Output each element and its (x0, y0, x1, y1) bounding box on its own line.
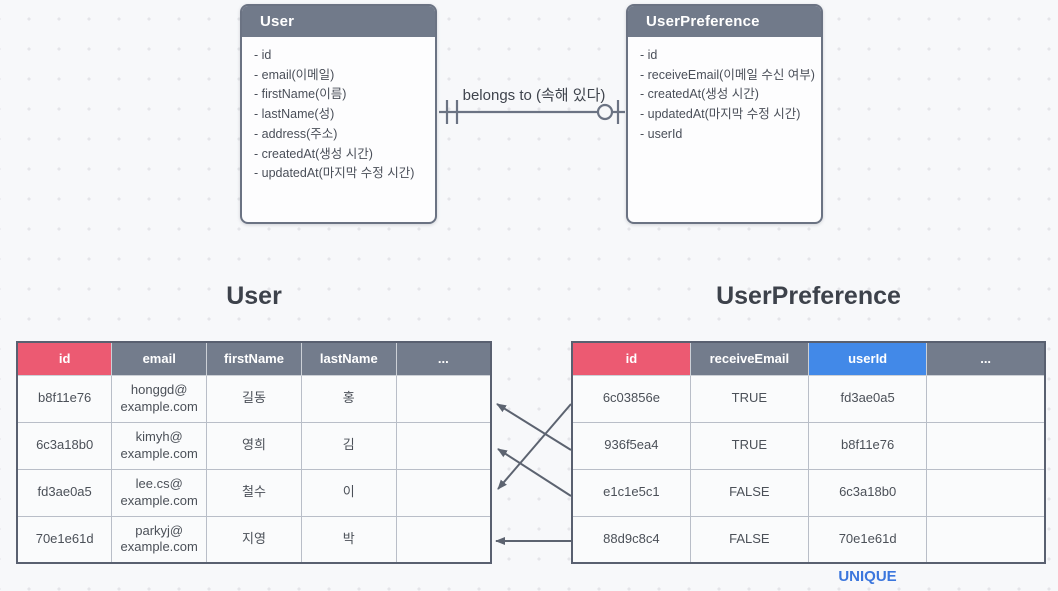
table-row: b8f11e76 honggd@ example.com 길동 홍 (16, 374, 492, 423)
cell-id: 936f5ea4 (571, 421, 691, 470)
cell-email: parkyj@ example.com (111, 515, 208, 564)
cell-userid: 70e1e61d (807, 515, 928, 564)
cell-more (926, 374, 1046, 423)
user-col-more: ... (395, 342, 492, 376)
cell-userid: fd3ae0a5 (807, 374, 928, 423)
relationship-label: belongs to (속해 있다) (462, 87, 606, 104)
cell-id: 6c03856e (571, 374, 691, 423)
erd-field: - firstName(이름) (254, 87, 347, 102)
erd-field: - createdAt(생성 시간) (640, 87, 759, 102)
erd-field: - id (254, 48, 272, 62)
userpreference-table: id receiveEmail userId ... 6c03856e TRUE… (571, 341, 1046, 564)
erd-field: - email(이메일) (254, 67, 335, 82)
user-col-lastname: lastName (300, 342, 397, 376)
cell-more (395, 515, 492, 564)
erd-entity-userpreference-title: UserPreference (628, 6, 821, 37)
pref-col-more: ... (926, 342, 1046, 376)
erd-field: - address(주소) (254, 126, 338, 141)
cell-receiveemail: FALSE (689, 515, 810, 564)
erd-field: - id (640, 48, 658, 62)
pref-col-receiveemail: receiveEmail (689, 342, 810, 376)
table-row: 88d9c8c4 FALSE 70e1e61d (571, 515, 1046, 564)
cell-userid: 6c3a18b0 (807, 468, 928, 517)
cell-id: 6c3a18b0 (16, 421, 113, 470)
erd-entity-userpreference: UserPreference - id - receiveEmail(이메일 수… (626, 4, 823, 224)
user-table-title: User (226, 282, 282, 310)
table-row: 936f5ea4 TRUE b8f11e76 (571, 421, 1046, 470)
erd-field: - userId (640, 126, 683, 141)
table-row: 70e1e61d parkyj@ example.com 지영 박 (16, 515, 492, 564)
userpreference-table-header-row: id receiveEmail userId ... (571, 342, 1046, 376)
user-table: id email firstName lastName ... b8f11e76… (16, 341, 492, 564)
fk-arrows (495, 403, 572, 545)
cell-more (395, 421, 492, 470)
cell-receiveemail: TRUE (689, 374, 810, 423)
user-col-firstname: firstName (206, 342, 302, 376)
erd-field: - createdAt(생성 시간) (254, 146, 373, 161)
user-col-id: id (16, 342, 113, 376)
table-row: fd3ae0a5 lee.cs@ example.com 철수 이 (16, 468, 492, 517)
cell-more (395, 374, 492, 423)
cell-email: lee.cs@ example.com (111, 468, 208, 517)
user-table-header-row: id email firstName lastName ... (16, 342, 492, 376)
table-row: 6c3a18b0 kimyh@ example.com 영희 김 (16, 421, 492, 470)
erd-field: - updatedAt(마지막 수정 시간) (254, 166, 415, 181)
cell-email: kimyh@ example.com (111, 421, 208, 470)
cell-receiveemail: TRUE (689, 421, 810, 470)
cell-firstname: 길동 (206, 374, 302, 423)
erd-field: - lastName(성) (254, 107, 335, 122)
table-row: e1c1e5c1 FALSE 6c3a18b0 (571, 468, 1046, 517)
pref-col-userid: userId (807, 342, 928, 376)
erd-entity-user-fields: - id - email(이메일) - firstName(이름) - last… (242, 37, 435, 193)
cell-id: fd3ae0a5 (16, 468, 113, 517)
cell-lastname: 이 (300, 468, 397, 517)
cell-lastname: 김 (300, 421, 397, 470)
cell-id: b8f11e76 (16, 374, 113, 423)
cell-more (926, 468, 1046, 517)
cell-more (926, 515, 1046, 564)
erd-entity-user-title: User (242, 6, 435, 37)
cell-lastname: 박 (300, 515, 397, 564)
cell-lastname: 홍 (300, 374, 397, 423)
cell-firstname: 지영 (206, 515, 302, 564)
cell-userid: b8f11e76 (807, 421, 928, 470)
cell-email: honggd@ example.com (111, 374, 208, 423)
cell-more (926, 421, 1046, 470)
unique-constraint-label: UNIQUE (838, 568, 897, 585)
cell-firstname: 영희 (206, 421, 302, 470)
fk-arrow-6c03856e-to-fd3ae0a5 (497, 403, 572, 490)
table-row: 6c03856e TRUE fd3ae0a5 (571, 374, 1046, 423)
cell-receiveemail: FALSE (689, 468, 810, 517)
cell-id: e1c1e5c1 (571, 468, 691, 517)
user-col-email: email (111, 342, 208, 376)
userpreference-table-title: UserPreference (716, 282, 901, 310)
erd-entity-user: User - id - email(이메일) - firstName(이름) -… (240, 4, 437, 224)
cell-more (395, 468, 492, 517)
erd-entity-userpreference-fields: - id - receiveEmail(이메일 수신 여부) - created… (628, 37, 821, 154)
pref-col-id: id (571, 342, 691, 376)
cell-id: 70e1e61d (16, 515, 113, 564)
erd-field: - updatedAt(마지막 수정 시간) (640, 107, 801, 122)
cell-firstname: 철수 (206, 468, 302, 517)
cell-id: 88d9c8c4 (571, 515, 691, 564)
fk-arrow-e1c1e5c1-to-6c3a18b0 (497, 448, 572, 497)
fk-arrow-936f5ea4-to-b8f11e76 (496, 403, 572, 451)
erd-field: - receiveEmail(이메일 수신 여부) (640, 67, 815, 82)
